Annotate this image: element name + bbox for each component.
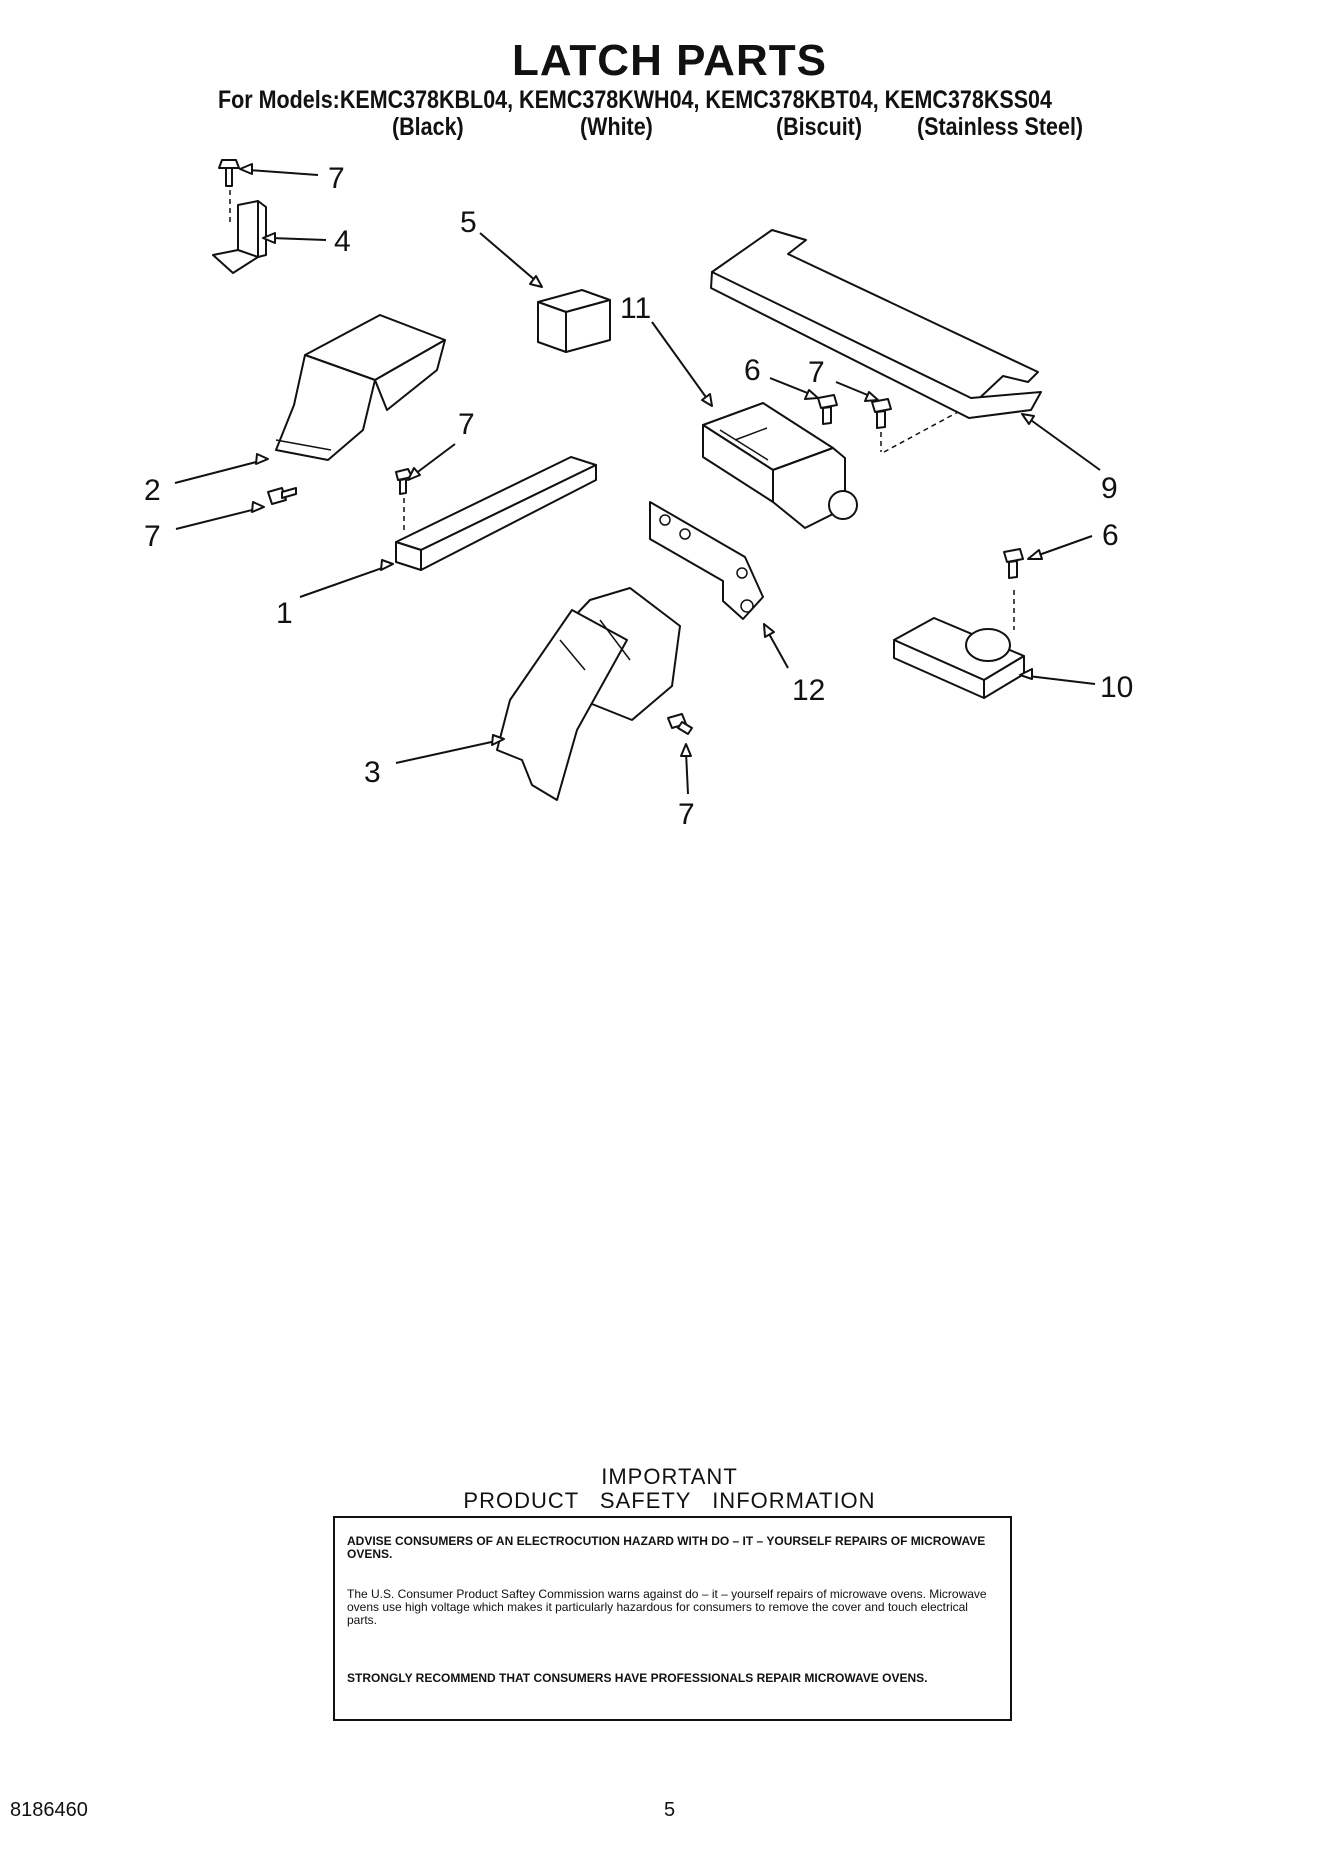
callout-5: 5	[460, 206, 477, 239]
part-7-screw-top	[218, 159, 240, 222]
callout-11: 11	[620, 292, 651, 325]
page-title: LATCH PARTS	[512, 36, 827, 85]
callout-2: 2	[144, 474, 161, 507]
part-7-screw-shield	[871, 398, 892, 452]
callout-7: 7	[458, 408, 475, 441]
callout-7: 7	[678, 798, 695, 831]
callout-10: 10	[1100, 671, 1133, 704]
part-6-screw-switch	[1003, 548, 1024, 579]
safety-info-box: ADVISE CONSUMERS OF AN ELECTROCUTION HAZ…	[333, 1516, 1012, 1721]
product-safety-heading: PRODUCT SAFETY INFORMATION	[463, 1488, 876, 1513]
part-11-latch	[702, 402, 858, 529]
leader-lines	[174, 163, 1101, 795]
model-color-stainless-steel: (Stainless Steel)	[917, 113, 1084, 141]
part-3-bracket	[496, 587, 681, 801]
model-color-biscuit: (Biscuit)	[776, 113, 862, 141]
document-number: 8186460	[10, 1799, 88, 1821]
callout-4: 4	[334, 225, 351, 258]
part-6-screw-latch	[817, 394, 838, 425]
model-color-white: (White)	[580, 113, 653, 141]
exploded-parts-diagram: 7 4 5 11 6 7 7 2 7 1 9 6 10 12 3 7	[144, 159, 1133, 831]
part-9-shield	[710, 229, 1042, 453]
part-12-plate	[649, 501, 764, 620]
callout-6: 6	[1102, 519, 1119, 552]
callout-7: 7	[808, 356, 825, 389]
callout-6: 6	[744, 354, 761, 387]
electrocution-warning: ADVISE CONSUMERS OF AN ELECTROCUTION HAZ…	[347, 1534, 986, 1561]
page-number: 5	[663, 1799, 676, 1821]
part-10-switch	[893, 590, 1025, 699]
model-list: For Models:KEMC378KBL04, KEMC378KWH04, K…	[218, 86, 1052, 114]
callout-1: 1	[276, 597, 293, 630]
part-1-rail	[395, 456, 597, 571]
important-heading: IMPORTANT	[601, 1464, 738, 1489]
professional-repair-recommendation: STRONGLY RECOMMEND THAT CONSUMERS HAVE P…	[347, 1671, 928, 1685]
model-color-black: (Black)	[392, 113, 464, 141]
callout-7: 7	[328, 162, 345, 195]
part-7-screw-bracket	[667, 713, 693, 735]
part-7-screw-duct	[267, 487, 297, 505]
part-2-duct	[275, 314, 446, 461]
callout-12: 12	[792, 674, 825, 707]
part-5-block	[537, 289, 611, 353]
callout-7: 7	[144, 520, 161, 553]
callout-3: 3	[364, 756, 381, 789]
part-4-bracket	[212, 200, 267, 274]
cpsc-warning-text: The U.S. Consumer Product Saftey Commiss…	[347, 1587, 987, 1627]
callout-9: 9	[1101, 472, 1118, 505]
